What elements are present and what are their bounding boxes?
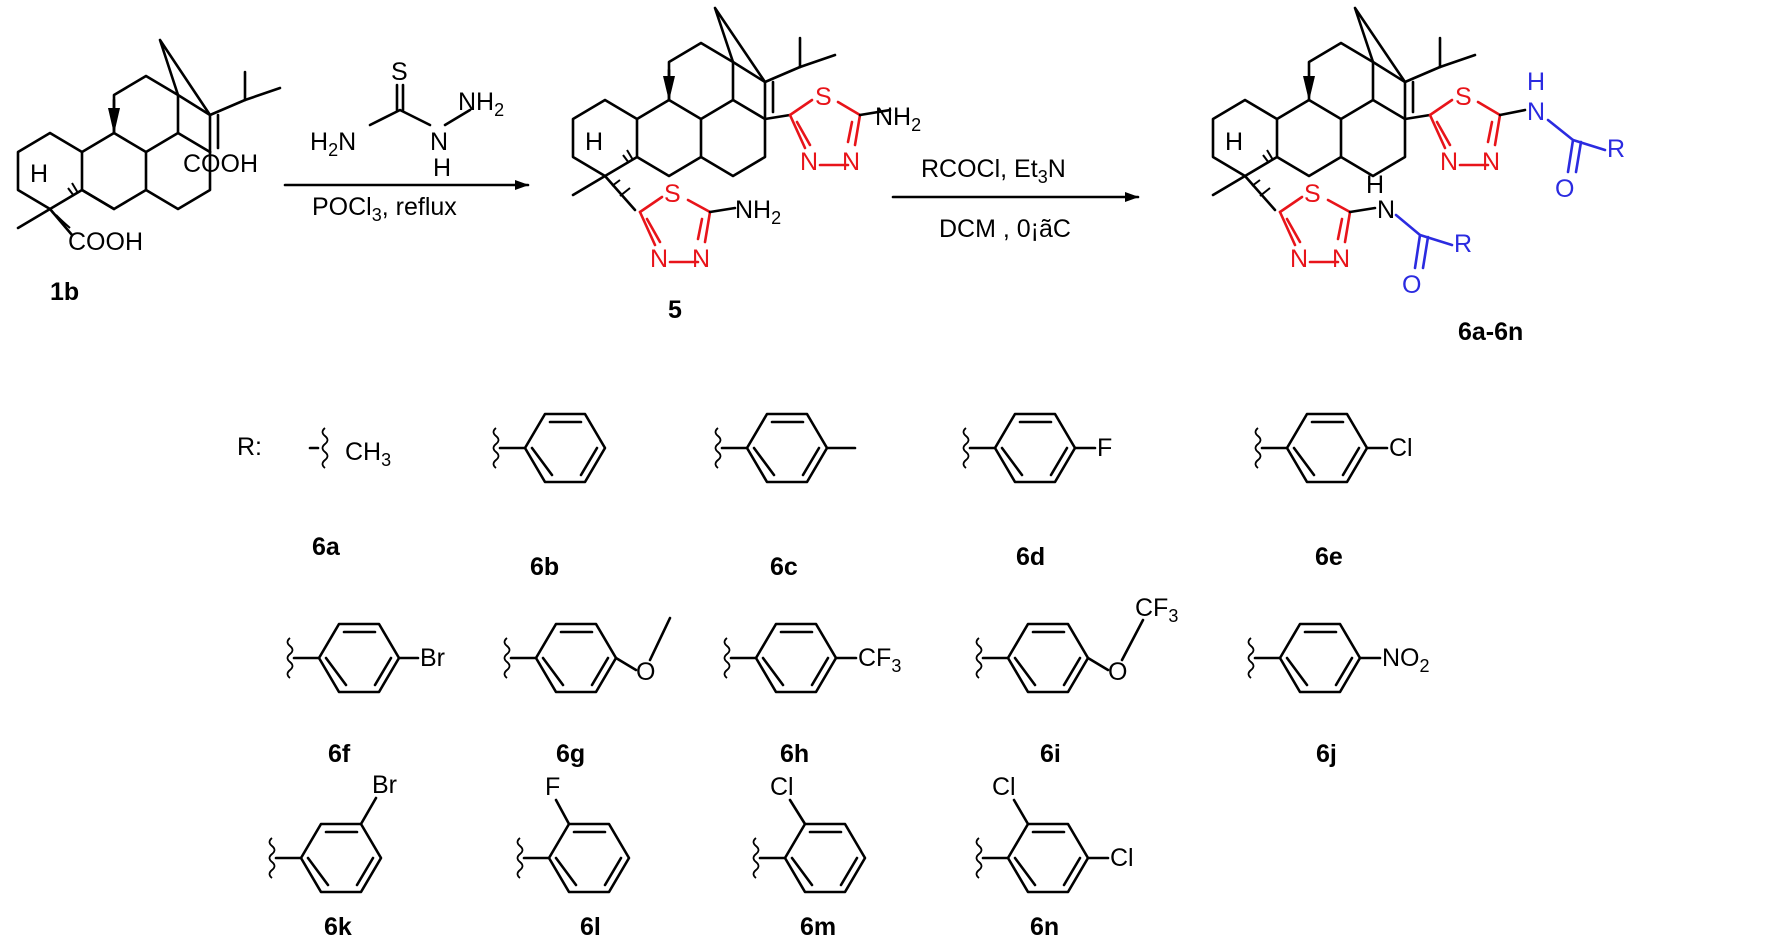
arrow2-conditions: DCM , 0¡ãC xyxy=(939,215,1071,243)
bromo-group: Br xyxy=(420,644,445,672)
label-6l: 6l xyxy=(580,913,601,941)
trifluoromethoxy-o: O xyxy=(1108,658,1127,686)
rgroup-6a: CH3 6a xyxy=(308,427,391,561)
trifluoromethyl-group: CF3 xyxy=(858,644,901,676)
r-prefix: R: xyxy=(237,433,262,461)
compound-1b: COOH COOH H 1b xyxy=(16,38,282,306)
label-6a: 6a xyxy=(312,533,341,561)
c5-lower-s: S xyxy=(664,180,681,208)
c6-lower-nh: N xyxy=(1377,196,1395,224)
rgroup-6b: 6b xyxy=(492,412,607,581)
label-6g: 6g xyxy=(556,740,585,768)
c6-upper-o: O xyxy=(1555,175,1574,203)
c6-upper-r: R xyxy=(1607,135,1625,163)
compound-6: H S N N N H O R S N N xyxy=(1211,6,1625,346)
c6-lower-s: S xyxy=(1304,180,1321,208)
reagent-n: N xyxy=(430,128,448,156)
arrow2-reagents: RCOCl, Et3N xyxy=(921,155,1066,187)
c5-upper-n2: N xyxy=(842,148,860,176)
c1b-cooh-bottom: COOH xyxy=(68,228,143,256)
meta-bromo-group: Br xyxy=(372,771,397,799)
reagent-h: H xyxy=(433,154,451,182)
label-6f: 6f xyxy=(328,740,351,768)
ortho-fluoro-group: F xyxy=(545,773,560,801)
rgroup-6m: Cl 6m xyxy=(752,773,867,941)
rgroup-6l: F 6l xyxy=(516,773,631,941)
trifluoromethoxy-cf3: CF3 xyxy=(1135,594,1178,626)
reagent-s: S xyxy=(391,58,408,86)
c6-lower-h: H xyxy=(1366,171,1384,199)
arrow-2: RCOCl, Et3N DCM , 0¡ãC xyxy=(891,155,1140,243)
reagent-h2n: H2N xyxy=(310,128,356,160)
c5-lower-n2: N xyxy=(692,245,710,273)
rgroup-6f: Br 6f xyxy=(286,622,445,768)
c5-upper-n1: N xyxy=(800,148,818,176)
c5-lower-nh2: NH2 xyxy=(735,196,781,228)
c6-upper-n1: N xyxy=(1440,148,1458,176)
c1b-cooh-top: COOH xyxy=(183,150,258,178)
rgroup-6j: NO2 6j xyxy=(1247,622,1430,768)
c6-upper-h: H xyxy=(1527,68,1545,96)
label-6k: 6k xyxy=(324,913,352,941)
c6-lower-o: O xyxy=(1402,271,1421,299)
dichloro-4-cl: Cl xyxy=(1110,844,1134,872)
c5-label: 5 xyxy=(668,296,682,324)
label-6i: 6i xyxy=(1040,740,1061,768)
c6-upper-n2: N xyxy=(1482,148,1500,176)
rgroup-6e: Cl 6e xyxy=(1254,412,1413,571)
label-6c: 6c xyxy=(770,553,798,581)
methoxy-o: O xyxy=(636,658,655,686)
c1b-h: H xyxy=(30,160,48,188)
c6-lower-r: R xyxy=(1454,230,1472,258)
rgroup-6i: O CF3 6i xyxy=(975,594,1178,768)
rgroup-6k: Br 6k xyxy=(268,771,397,941)
rgroup-6n: Cl Cl 6n xyxy=(975,773,1134,941)
rgroup-6d: F 6d xyxy=(962,412,1112,571)
rgroup-6g: O 6g xyxy=(503,616,672,768)
c5-upper-nh2: NH2 xyxy=(875,103,921,135)
c5-h: H xyxy=(585,128,603,156)
ortho-chloro-group: Cl xyxy=(770,773,794,801)
arrow1-conditions: POCl3, reflux xyxy=(312,193,457,225)
chloro-group: Cl xyxy=(1389,434,1413,462)
c6-lower-n1: N xyxy=(1290,245,1308,273)
rgroup-6h: CF3 6h xyxy=(723,622,901,768)
label-6d: 6d xyxy=(1016,543,1045,571)
label-6b: 6b xyxy=(530,553,559,581)
c6-upper-nh: N xyxy=(1527,98,1545,126)
compound-5: H S N N NH2 S N N NH2 5 xyxy=(571,6,921,324)
reagent-nh2: NH2 xyxy=(458,88,504,120)
label-6m: 6m xyxy=(800,913,836,941)
label-6n: 6n xyxy=(1030,913,1059,941)
c5-lower-n1: N xyxy=(650,245,668,273)
c5-upper-s: S xyxy=(815,83,832,111)
r-groups: R: CH3 6a 6b 6c xyxy=(237,412,1430,941)
c1b-label: 1b xyxy=(50,278,79,306)
dichloro-2-cl: Cl xyxy=(992,773,1016,801)
rgroup-6c: 6c xyxy=(714,412,857,581)
label-6j: 6j xyxy=(1316,740,1337,768)
label-6e: 6e xyxy=(1315,543,1343,571)
fluoro-group: F xyxy=(1097,434,1112,462)
c6-upper-s: S xyxy=(1455,83,1472,111)
c6-h: H xyxy=(1225,128,1243,156)
label-6h: 6h xyxy=(780,740,809,768)
arrow-1: S H2N N H NH2 POCl3, reflux xyxy=(283,58,530,225)
c6-label: 6a-6n xyxy=(1458,318,1523,346)
nitro-group: NO2 xyxy=(1382,644,1430,676)
ch3-group: CH3 xyxy=(345,438,391,470)
c6-lower-n2: N xyxy=(1332,245,1350,273)
